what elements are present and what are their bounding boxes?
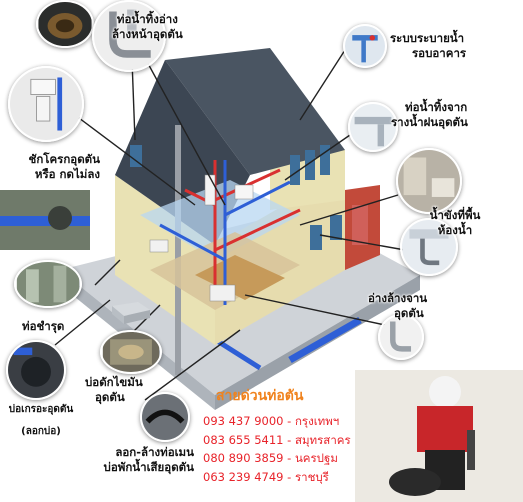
label-drainage-line2: รอบอาคาร — [412, 46, 467, 60]
label-septic-tank-line2: (ลอกบ่อ) — [21, 426, 61, 437]
label-floor-drain-line1: น้ำขังที่พื้น — [429, 208, 481, 222]
main-pipe-cleaning-photo — [140, 392, 190, 442]
label-dish-sink-line2: อุดตัน — [394, 306, 424, 320]
label-main-pipe-line1: ลอก-ล้างท่อเมน — [115, 445, 194, 459]
pipe-network-photo — [0, 190, 90, 250]
drainage-system-photo — [343, 24, 387, 68]
label-toilet-line2: หรือ กดไม่ลง — [34, 167, 100, 181]
label-rain-gutter-line1: ท่อน้ำทิ้งจาก — [405, 100, 468, 114]
label-septic-tank-line1: บ่อเกรอะอุดตัน — [8, 404, 74, 415]
hotline-panel: สายด่วนท่อตัน 093 437 9000 - กรุงเทพฯ 08… — [203, 386, 363, 486]
label-drainage: ระบบระบายน้ำ รอบอาคาร — [390, 31, 466, 61]
hotline-title: สายด่วนท่อตัน — [216, 388, 304, 404]
label-main-pipe: ลอก-ล้างท่อเมน บ่อพักน้ำเสียอุดตัน — [62, 445, 194, 475]
label-main-pipe-line2: บ่อพักน้ำเสียอุดตัน — [103, 460, 194, 474]
label-floor-drain-line2: ห้องน้ำ — [437, 223, 473, 237]
plumber-at-work-photo — [355, 370, 523, 502]
label-sink-clog: ท่อน้ำทิ้งอ่าง ล้างหน้าอุดตัน — [112, 12, 183, 42]
label-septic-tank: บ่อเกรอะอุดตัน (ลอกบ่อ) — [0, 402, 82, 439]
label-drainage-line1: ระบบระบายน้ำ — [390, 31, 465, 45]
label-broken-pipe: ท่อชำรุด — [22, 319, 64, 334]
grease-trap-box-photo — [108, 298, 154, 326]
sink-drain-photo — [36, 0, 94, 48]
label-dish-sink-line1: อ่างล้างจาน — [368, 291, 428, 305]
label-broken-pipe-line1: ท่อชำรุด — [22, 319, 65, 333]
toilet-photo — [8, 66, 84, 142]
label-grease-trap-line1: บ่อดักไขมัน — [85, 375, 143, 389]
label-sink-clog-line2: ล้างหน้าอุดตัน — [112, 27, 183, 41]
label-toilet-line1: ชักโครกอุดตัน — [28, 152, 100, 166]
hotline-number-bangkok[interactable]: 093 437 9000 - กรุงเทพฯ — [203, 414, 340, 428]
label-toilet: ชักโครกอุดตัน หรือ กดไม่ลง — [10, 152, 100, 182]
hotline-number-ratchaburi[interactable]: 063 239 4749 - ราชบุรี — [203, 469, 329, 484]
label-grease-trap: บ่อดักไขมัน อุดตัน — [85, 375, 143, 405]
septic-tank-photo — [6, 340, 66, 400]
label-grease-trap-line2: อุดตัน — [95, 390, 125, 404]
hotline-number-samut-sakhon[interactable]: 083 655 5411 - สมุทรสาคร — [203, 432, 351, 447]
floor-drain-photo — [396, 148, 462, 214]
label-rain-gutter: ท่อน้ำทิ้งจาก รางน้ำฝนอุดตัน — [391, 100, 468, 130]
grease-trap-photo — [100, 330, 162, 374]
label-dish-sink: อ่างล้างจาน อุดตัน — [368, 291, 427, 321]
label-floor-drain: น้ำขังที่พื้น ห้องน้ำ — [400, 208, 510, 238]
hotline-number-nakhon-pathom[interactable]: 080 890 3859 - นครปฐม — [203, 451, 338, 465]
label-sink-clog-line1: ท่อน้ำทิ้งอ่าง — [116, 12, 178, 26]
broken-pipe-photo — [14, 260, 82, 308]
label-rain-gutter-line2: รางน้ำฝนอุดตัน — [391, 115, 468, 129]
dish-sink-pipe-photo — [378, 314, 424, 360]
rain-gutter-photo — [348, 102, 398, 152]
pipe-fitting-photo — [92, 0, 166, 72]
dish-sink-photo — [400, 218, 458, 276]
